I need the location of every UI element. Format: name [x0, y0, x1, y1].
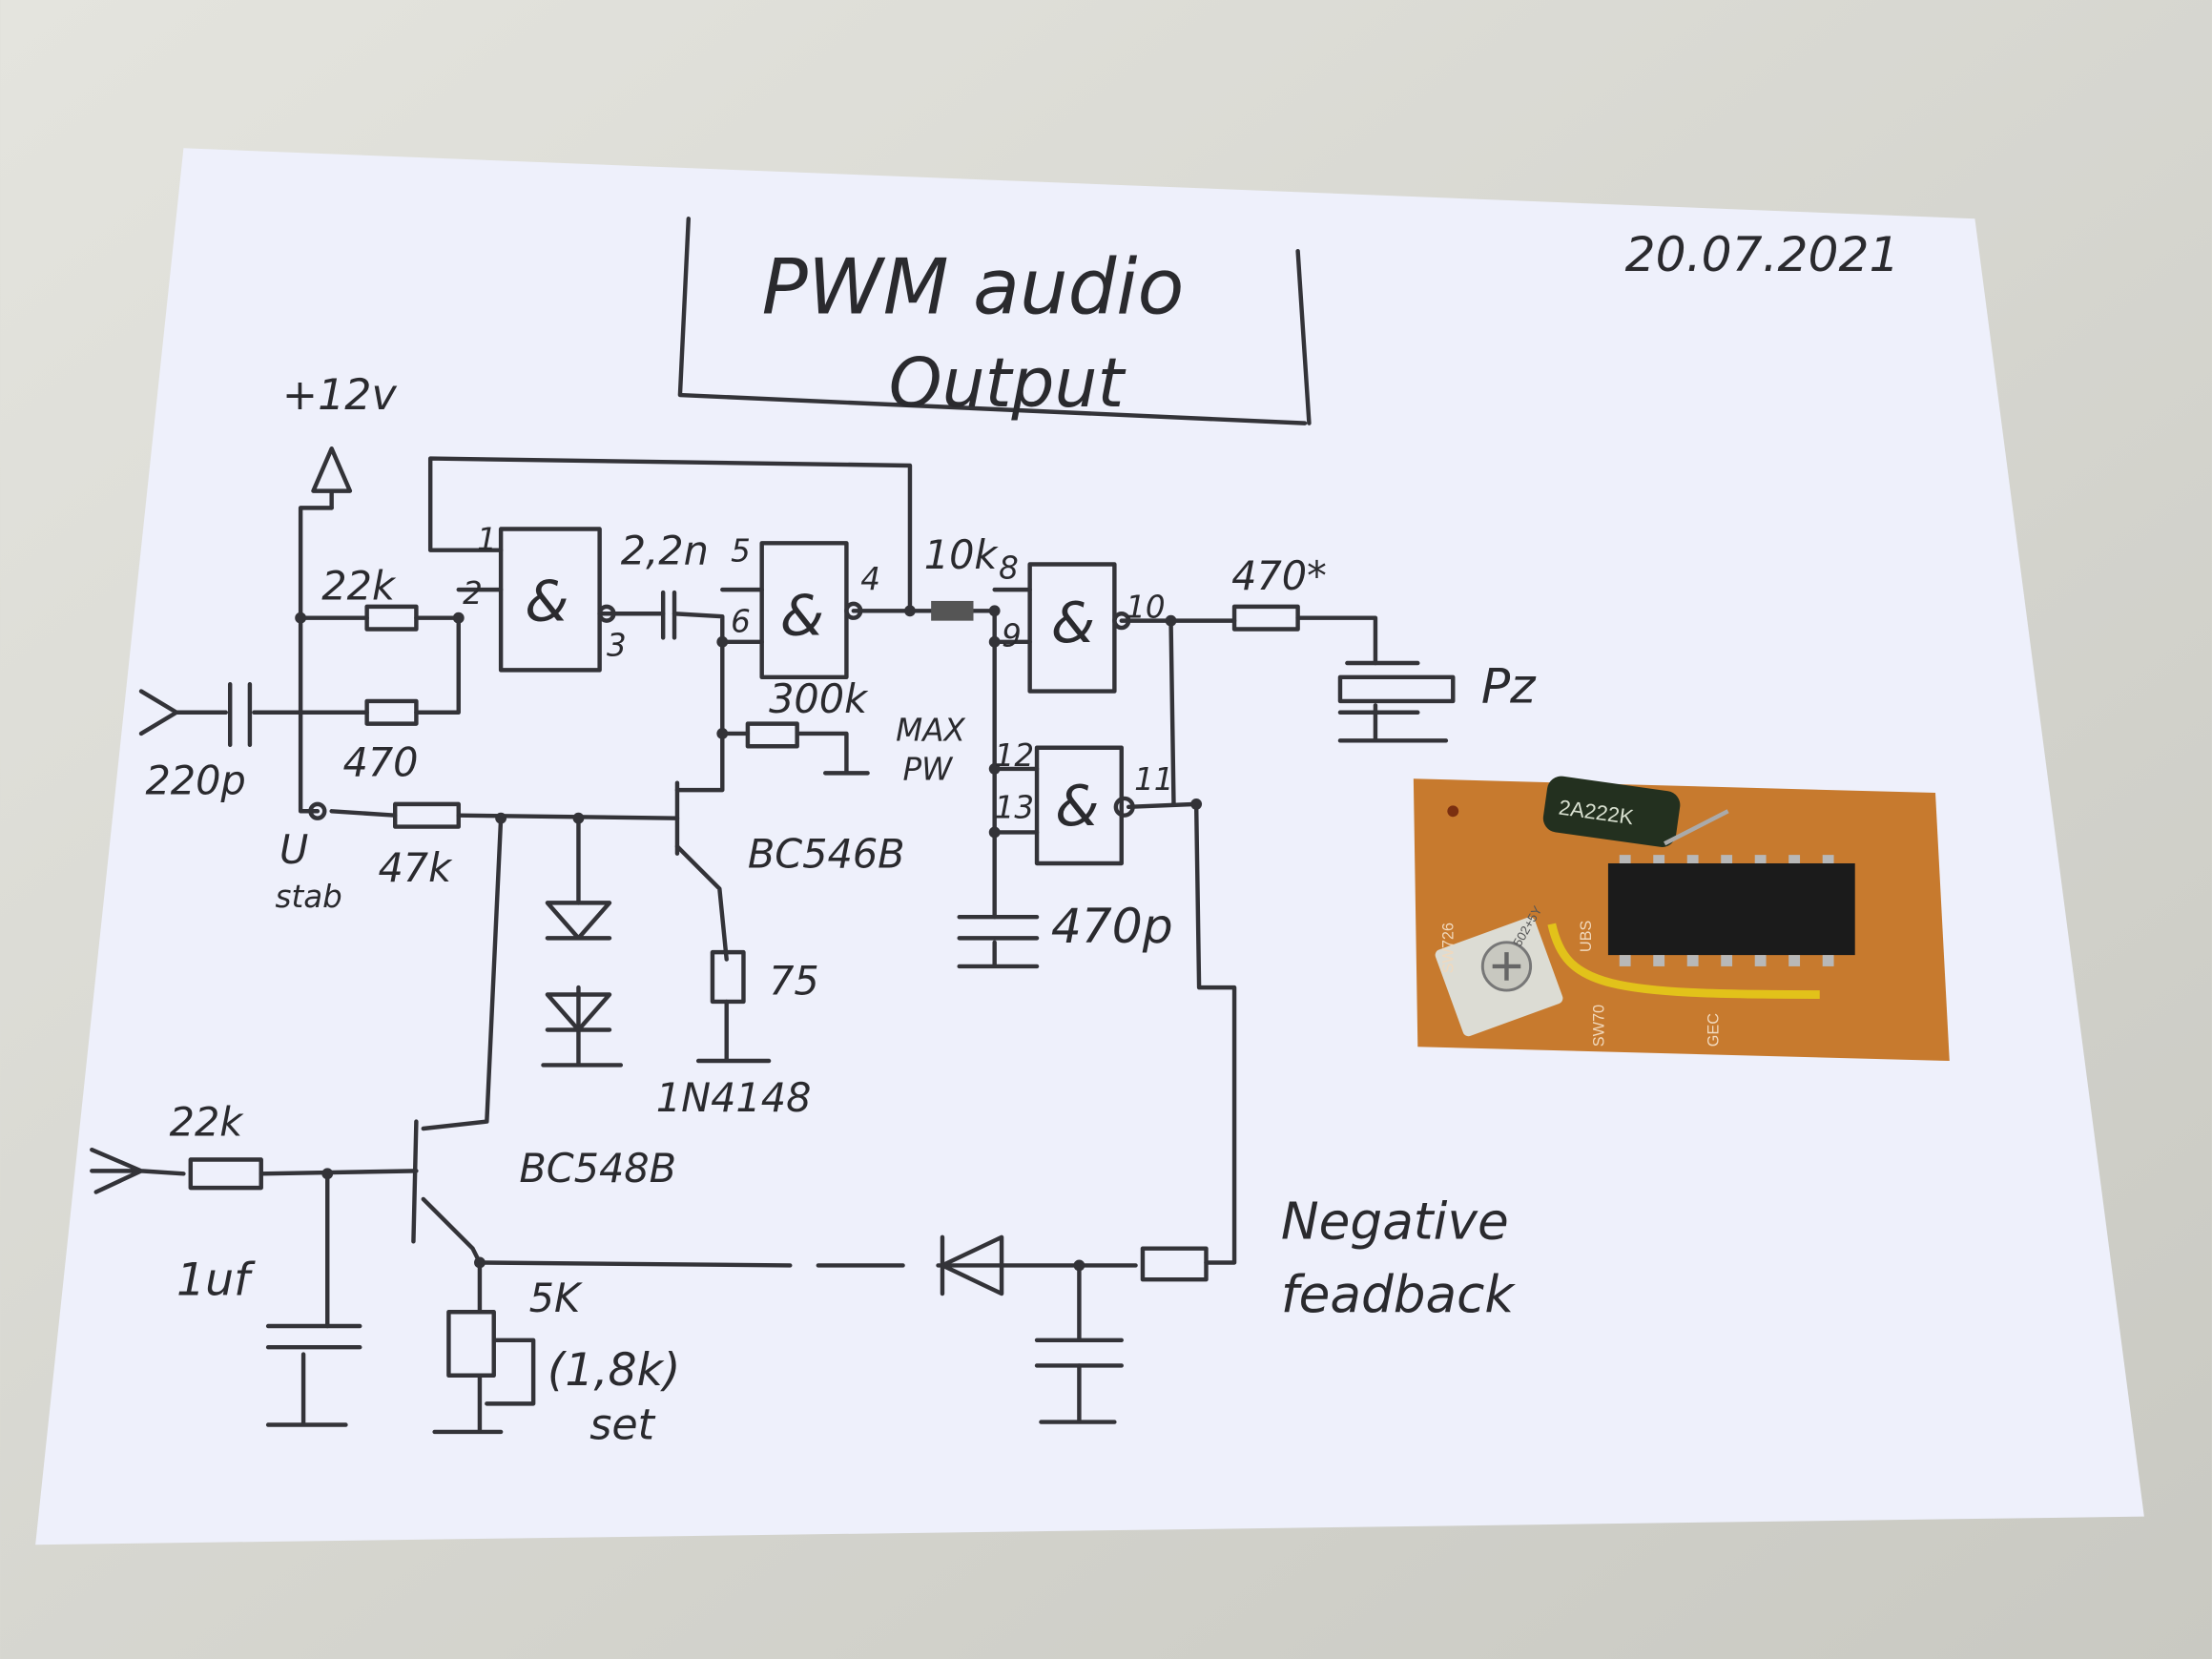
pin-6: 6 — [731, 603, 751, 639]
label-max: MAX — [896, 712, 965, 748]
label-470p: 470p — [1051, 898, 1173, 954]
label-22k-in: 22k — [170, 1099, 245, 1145]
label-2-2n: 2,2n — [621, 528, 709, 573]
supply-arrow-icon — [311, 446, 353, 510]
resistor-22k-top — [364, 604, 419, 632]
piezo — [1337, 660, 1456, 715]
pin-10: 10 — [1126, 590, 1165, 626]
gate-1-symbol: & — [525, 569, 569, 634]
pin-5: 5 — [731, 533, 751, 570]
label-pw: PW — [903, 752, 955, 788]
pcb-jumper-wire — [1547, 923, 1820, 999]
pin-12: 12 — [995, 737, 1034, 774]
diode-feedback — [940, 1234, 1004, 1296]
pcb-ic — [1607, 862, 1855, 956]
resistor-10k — [931, 600, 974, 621]
gate-3 — [1027, 562, 1117, 694]
label-10k: 10k — [924, 532, 1000, 578]
pin-1: 1 — [477, 522, 497, 558]
resistor-470-in — [364, 698, 419, 726]
pin-11: 11 — [1134, 761, 1173, 798]
label-negative: Negative — [1281, 1192, 1509, 1251]
label-1uf: 1uf — [176, 1254, 256, 1306]
gate-3-symbol: & — [1051, 590, 1095, 655]
supply-label: +12v — [282, 371, 398, 420]
gate-4 — [1034, 745, 1124, 866]
wires — [90, 456, 1449, 1435]
resistor-470-out — [1231, 604, 1300, 632]
resistor-300k — [745, 721, 799, 749]
label-1n4148: 1N4148 — [656, 1075, 812, 1121]
label-1-8k: (1,8k) — [548, 1344, 681, 1397]
label-75: 75 — [769, 959, 819, 1005]
pcb-silk-4: GEC — [1705, 1013, 1722, 1047]
capacitor-feedback — [1034, 1338, 1124, 1368]
label-470-out: 470* — [1231, 553, 1327, 599]
resistor-feedback — [1140, 1246, 1209, 1282]
pin-9: 9 — [1002, 617, 1022, 653]
label-pz: Pz — [1481, 657, 1537, 714]
capacitor-1uf — [265, 1323, 362, 1350]
pcb-board: 2A222K 502+5Y SW726 UBS SW70 GEC — [1413, 776, 1950, 1062]
gate-2-symbol: & — [780, 582, 824, 648]
label-stab: stab — [276, 879, 342, 915]
capacitor-2-2n — [660, 590, 677, 640]
pcb-silk-3: SW70 — [1590, 1005, 1607, 1047]
label-set: set — [589, 1400, 655, 1449]
date: 20.07.2021 — [1625, 226, 1900, 282]
diode-2 — [545, 992, 612, 1032]
paper-sheet — [35, 148, 2144, 1545]
label-5k: 5K — [529, 1275, 583, 1321]
gate-1 — [498, 527, 602, 673]
pcb-silk-1: SW726 — [1439, 923, 1457, 973]
gate-4-symbol: & — [1055, 773, 1099, 839]
label-q1: BC546B — [748, 831, 905, 877]
label-220p: 220p — [145, 758, 245, 804]
schematic-symbols — [188, 527, 1456, 1378]
resistor-75 — [710, 949, 746, 1005]
label-47k: 47k — [378, 845, 453, 891]
pin-13: 13 — [995, 790, 1034, 826]
resistor-22k-in — [188, 1157, 263, 1191]
pin-4: 4 — [860, 561, 880, 597]
pin-8: 8 — [999, 550, 1019, 586]
label-feadback: feadback — [1281, 1265, 1517, 1324]
title-line1: PWM audio — [762, 242, 1185, 331]
pcb-silk-2: UBS — [1578, 921, 1595, 953]
label-u: U — [279, 827, 308, 873]
capacitor-470p — [957, 914, 1040, 941]
title-line2: Output — [889, 343, 1127, 423]
label-300k: 300k — [769, 676, 869, 722]
pin-2: 2 — [463, 575, 483, 612]
pcb-capacitor — [1542, 776, 1681, 847]
label-470-in: 470 — [343, 739, 419, 785]
diode-1 — [545, 901, 612, 941]
potentiometer-5k — [446, 1310, 496, 1378]
label-q2: BC548B — [519, 1146, 676, 1192]
resistor-47k — [392, 801, 461, 829]
transistor-q2 — [411, 1119, 419, 1244]
title-box: PWM audio Output — [677, 216, 1312, 425]
capacitor-220p — [227, 681, 253, 747]
label-22k-top: 22k — [321, 563, 397, 609]
pin-3: 3 — [607, 628, 627, 664]
